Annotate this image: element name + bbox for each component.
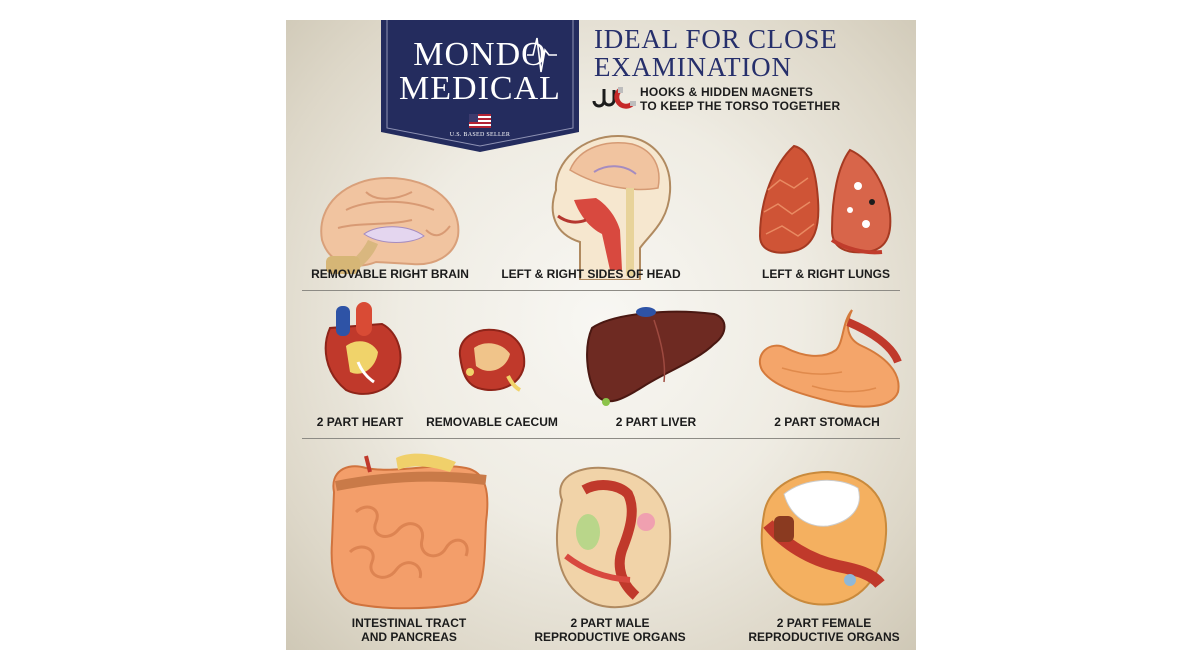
row-divider-1 — [302, 290, 900, 291]
male-reproductive-model-image — [544, 460, 676, 610]
brand-banner: MONDO MEDICAL U.S. BASED SELLER — [381, 20, 579, 152]
brand-name-line1: MONDO — [413, 36, 547, 73]
label-intestinal-tract-line2: AND PANCREAS — [361, 630, 457, 644]
headline-line2: EXAMINATION — [594, 52, 792, 82]
label-2-part-heart: 2 PART HEART — [316, 415, 404, 429]
seller-tag: U.S. BASED SELLER — [449, 132, 511, 138]
female-reproductive-model-image — [754, 464, 894, 610]
label-male-reproductive-line2: REPRODUCTIVE ORGANS — [534, 630, 686, 644]
brain-model-image — [316, 170, 464, 278]
heart-model-image — [316, 302, 404, 398]
caecum-model-image — [454, 326, 528, 396]
subheadline-line2: TO KEEP THE TORSO TOGETHER — [640, 99, 841, 113]
stomach-model-image — [752, 302, 908, 412]
label-left-right-lungs: LEFT & RIGHT LUNGS — [762, 267, 890, 281]
hook-magnet-icon — [592, 87, 636, 109]
headline-line1: IDEAL FOR CLOSE — [594, 24, 838, 54]
row-divider-2 — [302, 438, 900, 439]
label-female-reproductive-line1: 2 PART FEMALE — [776, 616, 872, 630]
label-removable-caecum: REMOVABLE CAECUM — [426, 415, 558, 429]
head-model-image — [540, 130, 674, 280]
label-intestinal-tract-line1: INTESTINAL TRACT — [351, 616, 467, 630]
product-infographic: MONDO MEDICAL U.S. BASED SELLER IDEAL FO… — [286, 20, 916, 650]
label-removable-right-brain: REMOVABLE RIGHT BRAIN — [311, 267, 469, 281]
label-left-right-sides-of-head: LEFT & RIGHT SIDES OF HEAD — [501, 267, 681, 281]
intestines-model-image — [326, 452, 492, 610]
liver-model-image — [582, 304, 730, 410]
label-male-reproductive-line1: 2 PART MALE — [570, 616, 650, 630]
label-2-part-stomach: 2 PART STOMACH — [774, 415, 880, 429]
lungs-model-image — [754, 140, 896, 264]
subheadline-line1: HOOKS & HIDDEN MAGNETS — [640, 85, 814, 99]
label-2-part-liver: 2 PART LIVER — [615, 415, 697, 429]
brand-name-line2: MEDICAL — [399, 70, 561, 107]
us-flag-icon — [469, 114, 491, 128]
label-female-reproductive-line2: REPRODUCTIVE ORGANS — [748, 630, 900, 644]
